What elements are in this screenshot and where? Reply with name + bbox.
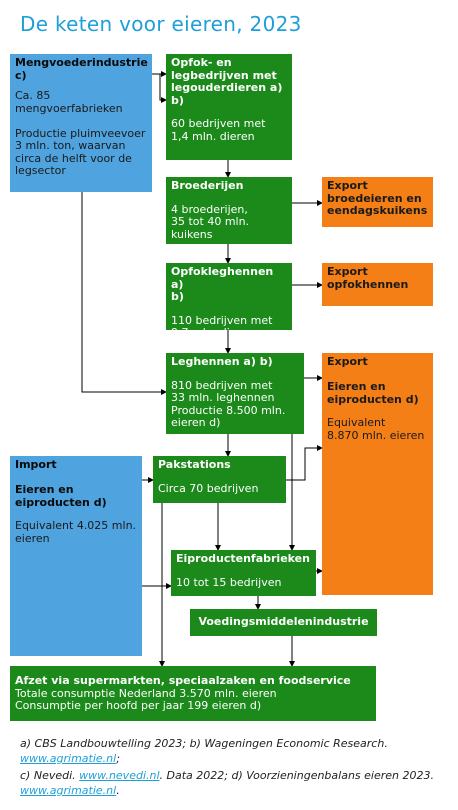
opfokleghennen-body: 110 bedrijven met 9,7 mln. dieren bbox=[171, 313, 273, 330]
box-export-broedeieren: Export broedeieren en eendagskuikens bbox=[322, 177, 433, 227]
footnote-c-end: . bbox=[116, 784, 120, 797]
afzet-heading: Afzet via supermarkten, speciaalzaken en… bbox=[15, 674, 351, 687]
page-title: De keten voor eieren, 2023 bbox=[20, 12, 302, 36]
footnote-agrimatie-link[interactable]: www.agrimatie.nl bbox=[20, 752, 117, 765]
box-voedingsmiddelenindustrie: Voedingsmiddelenindustrie bbox=[190, 609, 377, 636]
mengvoeder-heading: Mengvoederindustrie c) bbox=[15, 56, 148, 82]
box-afzet: Afzet via supermarkten, speciaalzaken en… bbox=[10, 666, 376, 721]
footnote-a-b: a) CBS Landbouwtelling 2023; b) Wagening… bbox=[20, 736, 445, 766]
pakstations-heading: Pakstations bbox=[158, 458, 231, 471]
footnote-nevedi-link[interactable]: www.nevedi.nl bbox=[79, 769, 160, 782]
footnote-c-text: c) Nevedi. bbox=[20, 769, 80, 782]
footnote-a-text: a) CBS Landbouwtelling 2023; b) Wagening… bbox=[20, 737, 388, 750]
export-broed-heading: Export broedeieren en eendagskuikens bbox=[327, 179, 428, 217]
import-heading: Import Eieren en eiproducten d) bbox=[15, 458, 107, 509]
footnote-c-d: c) Nevedi. www.nevedi.nl. Data 2022; d) … bbox=[20, 768, 445, 798]
footnote-agrimatie-link-2[interactable]: www.agrimatie.nl bbox=[20, 784, 117, 797]
leghennen-body: 810 bedrijven met 33 mln. leghennen Prod… bbox=[171, 378, 286, 429]
box-broederijen: Broederijen 4 broederijen, 35 tot 40 mln… bbox=[166, 177, 292, 244]
eiproducten-heading: Eiproductenfabrieken bbox=[176, 552, 310, 565]
mengvoeder-body: Ca. 85 mengvoerfabrieken Productie pluim… bbox=[15, 89, 146, 177]
box-opfok-legbedrijven: Opfok- en legbedrijven met legouderdiere… bbox=[166, 54, 292, 160]
export-opfok-heading: Export opfokhennen bbox=[327, 265, 409, 291]
leghennen-heading: Leghennen a) b) bbox=[171, 355, 273, 368]
afzet-line1: Totale consumptie Nederland 3.570 mln. e… bbox=[15, 686, 277, 700]
footnote-c-mid: . Data 2022; d) Voorzieningenbalans eier… bbox=[159, 769, 434, 782]
box-mengvoederindustrie: Mengvoederindustrie c) Ca. 85 mengvoerfa… bbox=[10, 54, 152, 192]
voedings-heading: Voedingsmiddelenindustrie bbox=[198, 615, 369, 628]
box-import: Import Eieren en eiproducten d) Equivale… bbox=[10, 456, 142, 656]
import-body: Equivalent 4.025 mln. eieren bbox=[15, 519, 137, 545]
opfokleghennen-heading: Opfokleghennen a) b) bbox=[171, 265, 274, 303]
box-eiproductenfabrieken: Eiproductenfabrieken 10 tot 15 bedrijven bbox=[171, 550, 316, 596]
broederijen-body: 4 broederijen, 35 tot 40 mln. kuikens bbox=[171, 202, 250, 241]
opfok-leg-body: 60 bedrijven met 1,4 mln. dieren bbox=[171, 117, 266, 143]
eiproducten-body: 10 tot 15 bedrijven bbox=[176, 575, 282, 589]
box-leghennen: Leghennen a) b) 810 bedrijven met 33 mln… bbox=[166, 353, 304, 434]
pakstations-body: Circa 70 bedrijven bbox=[158, 481, 259, 495]
opfok-leg-heading: Opfok- en legbedrijven met legouderdiere… bbox=[171, 56, 283, 107]
export-eieren-heading: Export Eieren en eiproducten d) bbox=[327, 355, 419, 406]
box-export-eieren: Export Eieren en eiproducten d) Equivale… bbox=[322, 353, 433, 595]
box-export-opfokhennen: Export opfokhennen bbox=[322, 263, 433, 306]
broederijen-heading: Broederijen bbox=[171, 179, 244, 192]
export-eieren-body: Equivalent 8.870 mln. eieren bbox=[327, 416, 425, 442]
afzet-line2: Consumptie per hoofd per jaar 199 eieren… bbox=[15, 699, 262, 712]
footnote-a-end: ; bbox=[116, 752, 120, 765]
box-opfokleghennen: Opfokleghennen a) b) 110 bedrijven met 9… bbox=[166, 263, 292, 330]
footnotes: a) CBS Landbouwtelling 2023; b) Wagening… bbox=[20, 736, 445, 800]
box-pakstations: Pakstations Circa 70 bedrijven bbox=[153, 456, 286, 503]
